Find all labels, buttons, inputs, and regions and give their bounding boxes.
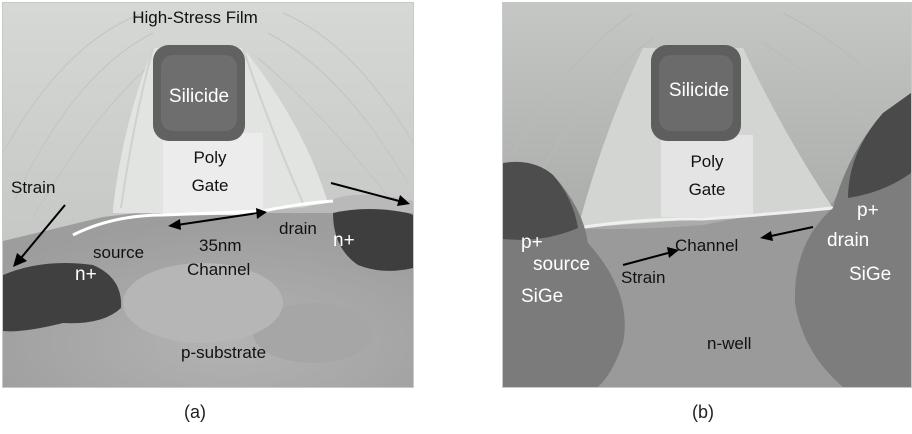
- sige-left-label: SiGe: [521, 286, 564, 307]
- poly-label-b: Poly: [690, 152, 724, 171]
- tem-image-b: [503, 3, 911, 387]
- channel-label-b: Channel: [675, 236, 739, 255]
- channel-length-label: 35nm: [199, 236, 242, 255]
- caption-a: (a): [184, 402, 206, 422]
- high-stress-film-label: High-Stress Film: [132, 8, 258, 27]
- micrograph-panel-b: Silicide Poly Gate p+ source SiGe Channe…: [502, 2, 912, 388]
- n-well-label: n-well: [707, 334, 752, 353]
- n-plus-left-label: n+: [75, 264, 97, 285]
- source-label-a: source: [93, 243, 145, 262]
- micrograph-panel-a: High-Stress Film Silicide Poly Gate Stra…: [2, 2, 414, 388]
- drain-label-b: drain: [827, 230, 870, 251]
- substrate-label: p-substrate: [181, 343, 267, 362]
- p-plus-left-label: p+: [521, 232, 543, 253]
- gate-label-b: Gate: [688, 180, 726, 199]
- silicide-label-b: Silicide: [668, 80, 730, 101]
- poly-label-a: Poly: [193, 148, 227, 167]
- strain-label-a: Strain: [11, 178, 56, 197]
- channel-label-a: Channel: [187, 260, 251, 279]
- tem-image-a: [3, 3, 413, 387]
- n-plus-right-label: n+: [333, 230, 355, 251]
- silicide-label-a: Silicide: [168, 86, 230, 107]
- sige-right-label: SiGe: [849, 264, 892, 285]
- gate-label-a: Gate: [191, 176, 229, 195]
- drain-label-a: drain: [279, 219, 317, 238]
- caption-b: (b): [692, 402, 714, 422]
- strain-label-b: Strain: [621, 268, 666, 287]
- source-label-b: source: [533, 254, 591, 275]
- p-plus-right-label: p+: [857, 200, 879, 221]
